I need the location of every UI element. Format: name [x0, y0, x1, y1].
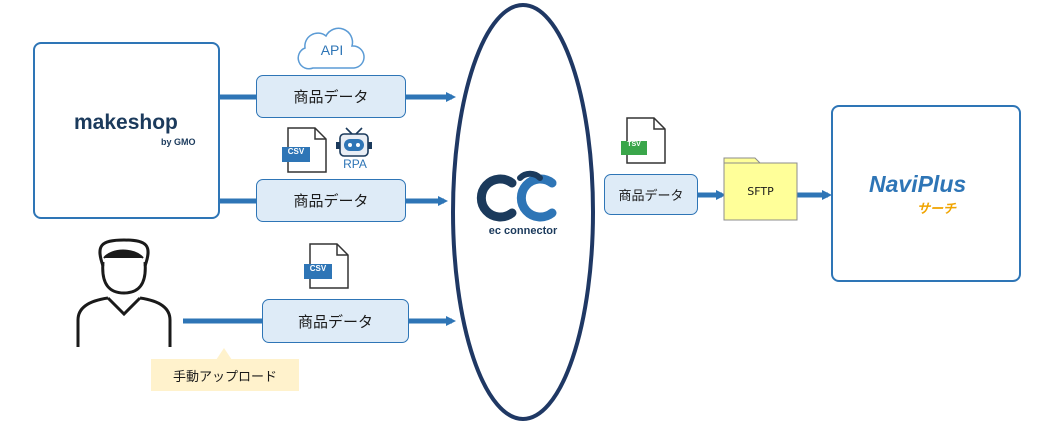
- sftp-label: SFTP: [747, 185, 774, 198]
- person-icon: [76, 238, 172, 347]
- rpa-label: RPA: [343, 157, 367, 171]
- ec-connector-logo-mark: [476, 170, 557, 222]
- csv-file-icon-2: [304, 243, 349, 289]
- robot-icon: [336, 127, 372, 157]
- csv-badge-2: CSV: [309, 264, 327, 273]
- tsv-badge: TSV: [627, 141, 641, 148]
- callout-pointer: [216, 348, 232, 360]
- csv-file-icon: [282, 127, 327, 173]
- api-label: API: [320, 42, 344, 58]
- makeshop-subtitle: by GMO: [161, 137, 196, 147]
- product-data-box-output: 商品データ: [604, 174, 698, 215]
- naviplus-subtitle: サーチ: [917, 202, 957, 217]
- product-data-box-csv: 商品データ: [256, 179, 406, 222]
- folder-icon: [723, 157, 798, 221]
- makeshop-wordmark: makeshop: [74, 111, 178, 134]
- csv-badge: CSV: [287, 147, 305, 156]
- naviplus-wordmark: NaviPlus: [869, 171, 967, 197]
- tsv-file-icon: [621, 117, 666, 164]
- ec-connector-label: ec connector: [488, 225, 558, 237]
- product-data-box-manual: 商品データ: [262, 299, 409, 343]
- naviplus-box: NaviPlus サーチ: [831, 105, 1021, 282]
- cloud-icon: [297, 27, 365, 70]
- product-data-box-api: 商品データ: [256, 75, 406, 118]
- makeshop-box: makeshop by GMO: [33, 42, 220, 219]
- manual-upload-note: 手動アップロード: [151, 359, 299, 391]
